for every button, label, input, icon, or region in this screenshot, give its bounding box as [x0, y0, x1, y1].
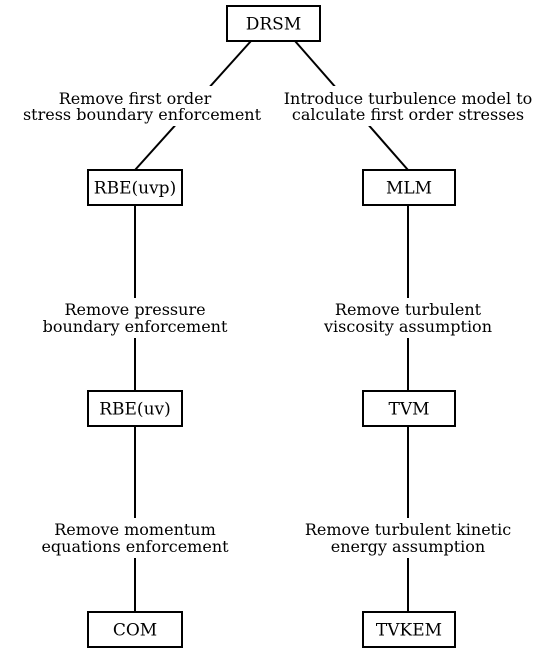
node-mlm: MLM	[362, 169, 456, 206]
node-tvkem: TVKEM	[362, 611, 456, 648]
node-tvkem-label: TVKEM	[376, 621, 442, 641]
node-com-box	[87, 611, 183, 648]
node-drsm-label: DRSM	[246, 15, 301, 35]
label-bg-kinetic-energy	[292, 518, 527, 558]
label-bg-turbulence-model	[270, 86, 546, 126]
node-rbe-uvp: RBE(uvp)	[87, 169, 183, 206]
label-bg-pressure	[30, 298, 240, 338]
edge-label-turbulence-model-line1: Introduce turbulence model to	[284, 89, 533, 108]
node-mlm-box	[362, 169, 456, 206]
edge-label-turbulence-model-line2: calculate first order stresses	[292, 105, 524, 124]
label-bg-momentum	[35, 518, 235, 558]
edge-label-kinetic-energy-line1: Remove turbulent kinetic	[305, 520, 511, 539]
edge-label-first-order-line1: Remove first order	[59, 89, 212, 108]
node-rbe-uvp-box	[87, 169, 183, 206]
edge-label-viscosity-line2: viscosity assumption	[323, 317, 492, 336]
edge-label-momentum-line2: equations enforcement	[41, 537, 229, 556]
node-rbe-uv: RBE(uv)	[87, 390, 183, 427]
node-com-label: COM	[113, 621, 157, 641]
node-tvm-label: TVM	[388, 400, 429, 420]
node-rbe-uvp-label: RBE(uvp)	[94, 179, 176, 199]
edge-label-viscosity-line1: Remove turbulent	[335, 300, 482, 319]
node-mlm-label: MLM	[386, 179, 432, 199]
edge-label-kinetic-energy-line2: energy assumption	[331, 537, 485, 556]
edge-label-pressure-line1: Remove pressure	[64, 300, 205, 319]
node-drsm: DRSM	[226, 5, 321, 42]
node-drsm-box	[226, 5, 321, 42]
edge-label-pressure-line2: boundary enforcement	[43, 317, 228, 336]
edge-label-momentum-line1: Remove momentum	[54, 520, 216, 539]
node-tvkem-box	[362, 611, 456, 648]
node-rbe-uv-box	[87, 390, 183, 427]
node-tvm-box	[362, 390, 456, 427]
label-bg-viscosity	[298, 298, 518, 338]
node-com: COM	[87, 611, 183, 648]
node-tvm: TVM	[362, 390, 456, 427]
node-rbe-uv-label: RBE(uv)	[99, 400, 171, 420]
label-bg-first-order	[28, 86, 256, 126]
edge-label-first-order-line2: stress boundary enforcement	[23, 105, 262, 124]
